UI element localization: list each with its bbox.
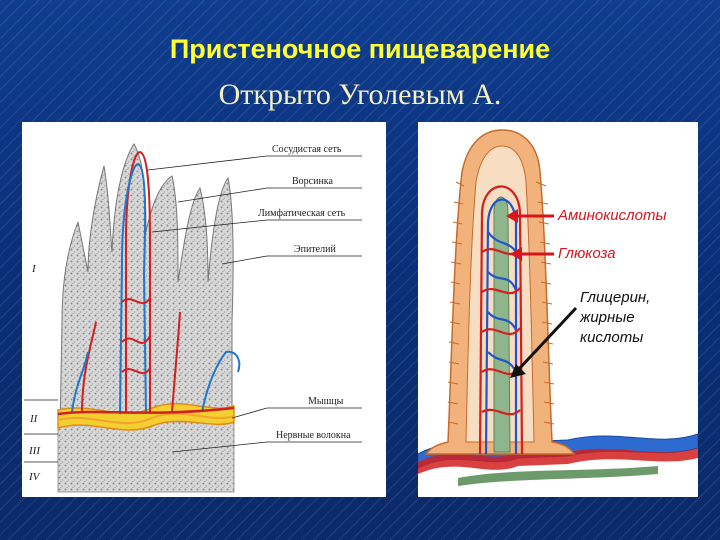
label-fatty: жирные xyxy=(579,309,635,326)
layer-marker-I: I xyxy=(31,263,37,275)
layer-marker-IV: IV xyxy=(28,471,41,483)
label-glucose: Глюкоза xyxy=(558,245,616,262)
label-epithelium: Эпителий xyxy=(294,244,336,255)
left-diagram-panel: Сосудистая сеть Ворсинка Лимфатическая с… xyxy=(22,122,386,497)
label-nerve-fibers: Нервные волокна xyxy=(276,430,351,441)
slide-subtitle: Открыто Уголевым А. xyxy=(0,78,720,112)
label-acids: кислоты xyxy=(580,329,643,346)
submucosa-layer xyxy=(58,422,234,492)
right-diagram-panel: Аминокислоты Глюкоза Глицерин, жирные ки… xyxy=(418,122,698,497)
label-glycerin: Глицерин, xyxy=(580,289,650,306)
label-amino-acids: Аминокислоты xyxy=(557,207,667,224)
label-lymphatic-net: Лимфатическая сеть xyxy=(258,208,346,219)
label-muscles: Мышцы xyxy=(308,396,344,407)
label-villus: Ворсинка xyxy=(292,176,334,187)
slide-title: Пристеночное пищеварение xyxy=(0,34,720,65)
villi-section-illustration: Сосудистая сеть Ворсинка Лимфатическая с… xyxy=(22,122,386,497)
layer-marker-II: II xyxy=(29,413,39,425)
layer-marker-III: III xyxy=(28,445,41,457)
villus-absorption-illustration: Аминокислоты Глюкоза Глицерин, жирные ки… xyxy=(418,122,698,497)
label-vascular-net: Сосудистая сеть xyxy=(272,144,342,155)
